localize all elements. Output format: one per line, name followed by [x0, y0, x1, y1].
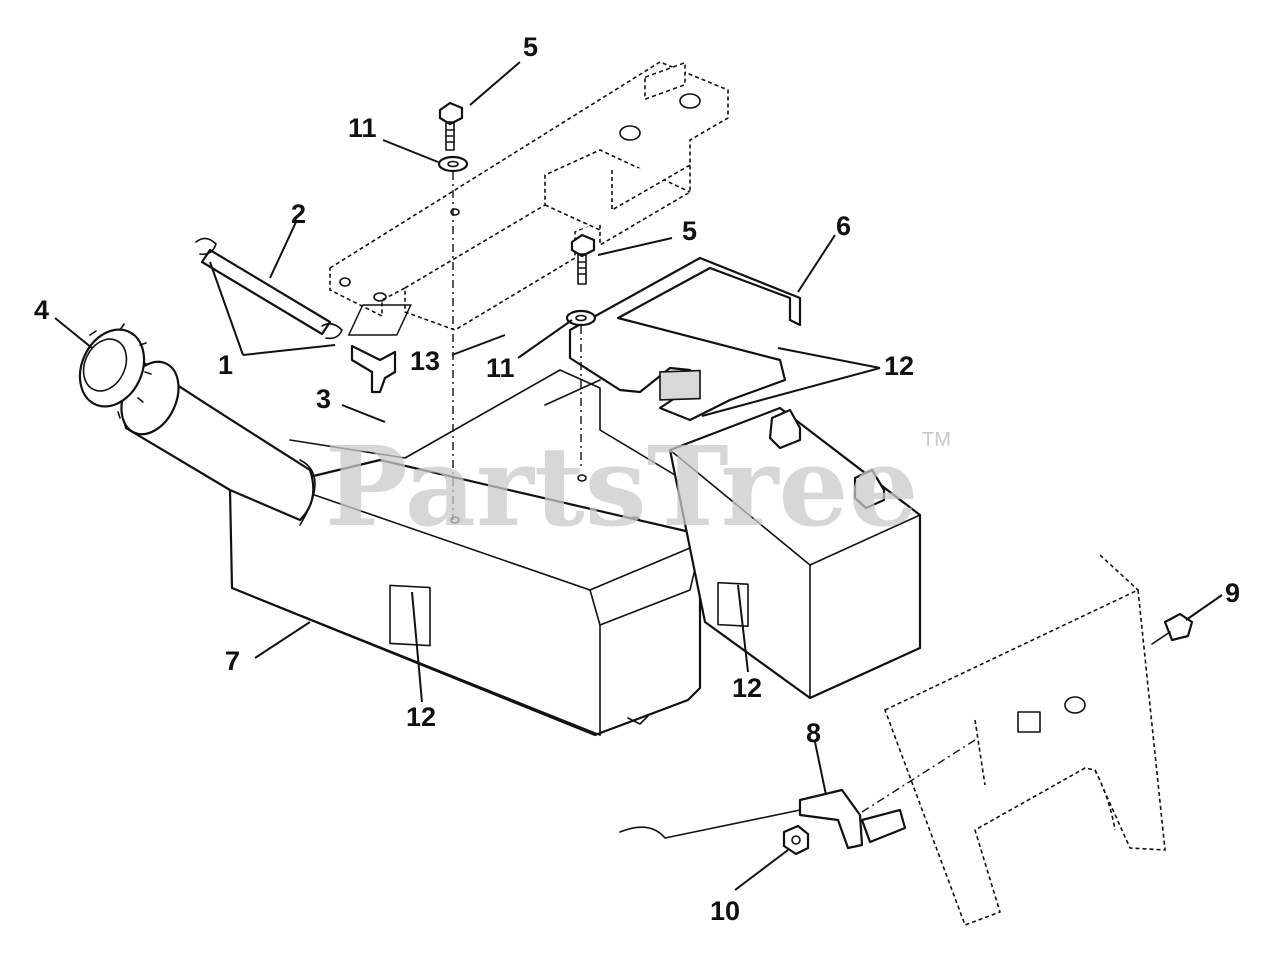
- callout-1: 1: [218, 350, 233, 380]
- fuel-cap: [78, 323, 152, 419]
- callout-3: 3: [316, 384, 331, 414]
- callout-12b: 12: [406, 702, 436, 732]
- callout-8: 8: [806, 718, 821, 748]
- washer-lower: [565, 309, 597, 327]
- bolt-lower: [570, 233, 596, 285]
- callout-5a: 5: [523, 32, 538, 62]
- washer-upper: [437, 155, 469, 173]
- callout-12a: 12: [884, 351, 914, 381]
- shield-bracket: [347, 61, 802, 422]
- fuel-line: [195, 237, 397, 394]
- frame-bracket: [329, 61, 729, 331]
- callout-7: 7: [225, 646, 240, 676]
- throttle-control: [619, 788, 907, 850]
- screw: [1151, 612, 1194, 645]
- callout-5b: 5: [682, 216, 697, 246]
- bolt-upper: [438, 101, 464, 151]
- callout-11b: 11: [486, 353, 515, 383]
- callout-13: 13: [410, 346, 440, 376]
- callout-11a: 11: [348, 113, 377, 143]
- leader-lines: [54, 61, 1223, 891]
- callout-12c: 12: [732, 673, 762, 703]
- callout-10: 10: [710, 896, 740, 926]
- battery: [668, 406, 922, 700]
- watermark: PartsTree: [325, 422, 919, 551]
- callout-2: 2: [291, 199, 306, 229]
- watermark-tm: TM: [922, 429, 951, 451]
- callout-6: 6: [836, 211, 851, 241]
- fuel-tank: [228, 458, 702, 737]
- callout-4: 4: [34, 295, 49, 325]
- console-panel: [884, 554, 1166, 926]
- callout-9: 9: [1225, 578, 1240, 608]
- nut: [782, 824, 810, 856]
- centerline-throttle: [861, 739, 976, 813]
